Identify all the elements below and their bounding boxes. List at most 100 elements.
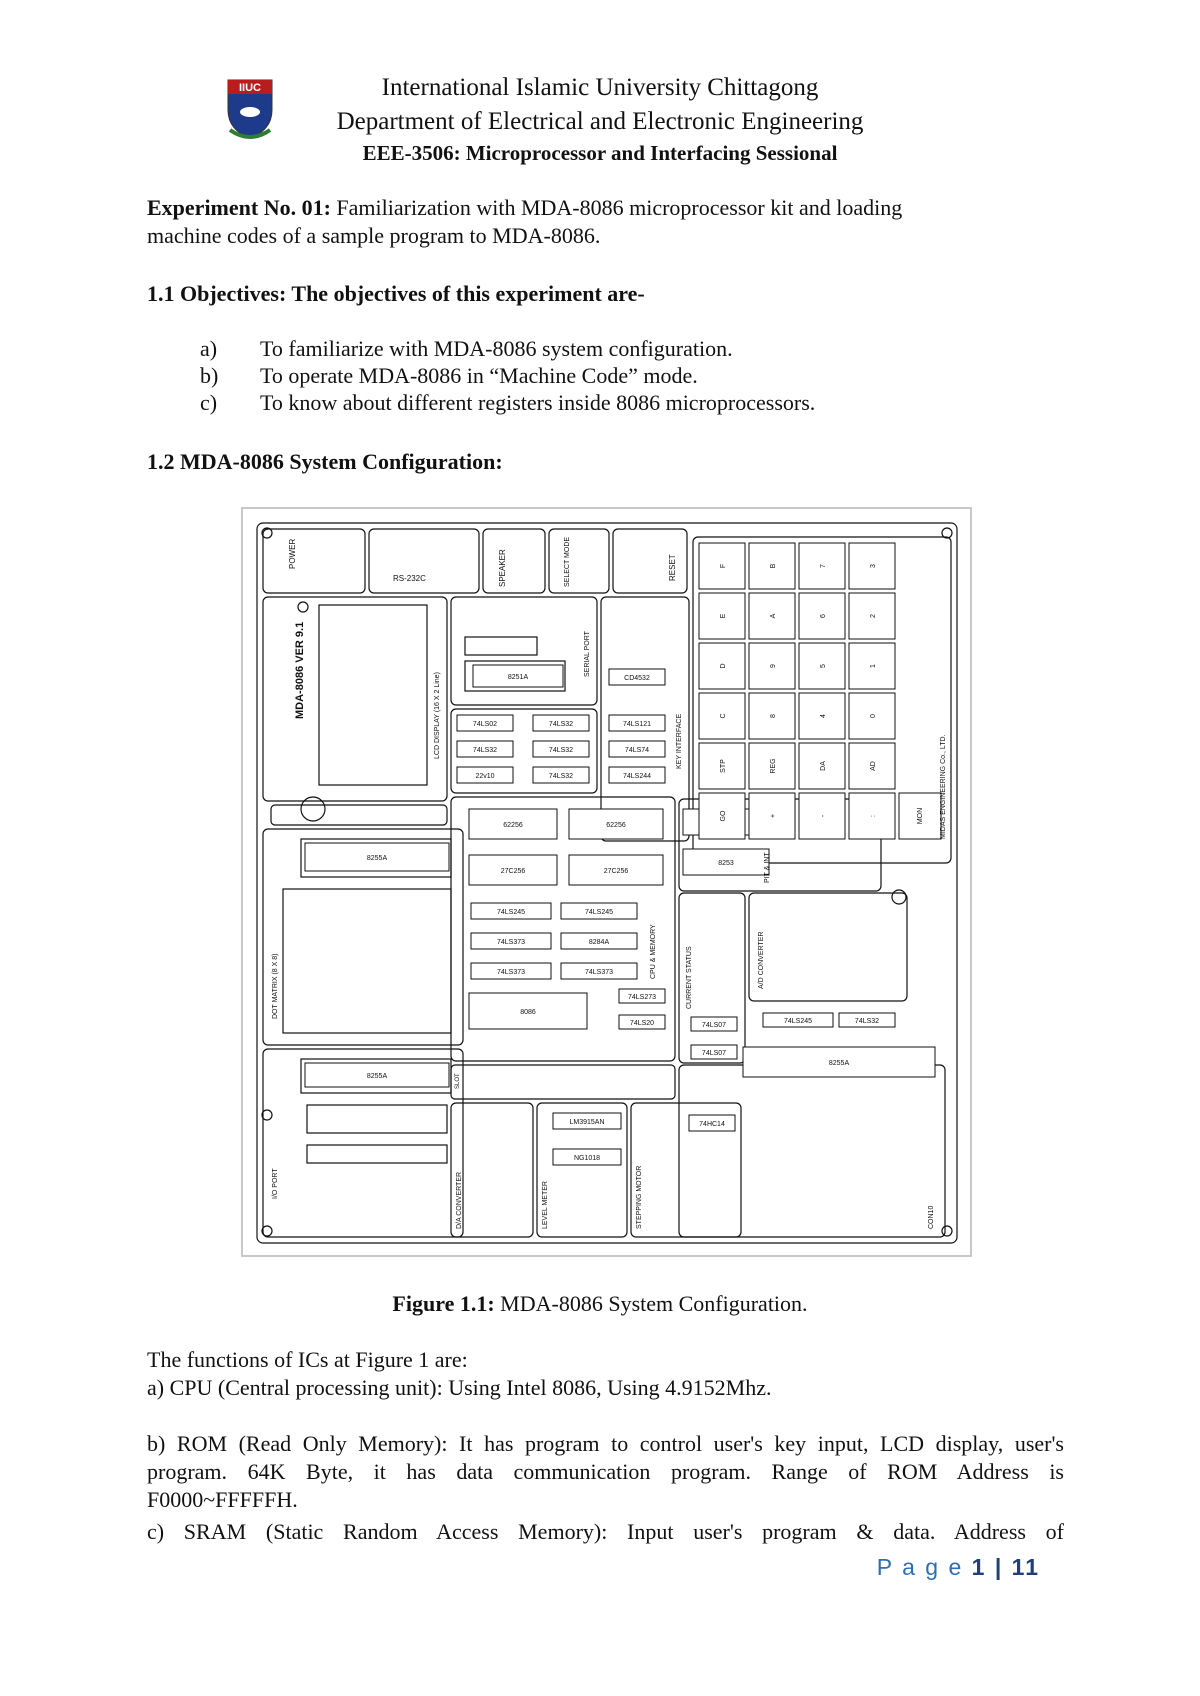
keypad-key — [748, 742, 796, 790]
ic-chip-label: 74LS244 — [623, 773, 651, 780]
ic-chip-body — [560, 962, 638, 980]
label-key-interface: KEY INTERFACE — [676, 714, 683, 769]
ic-chip-body — [838, 1012, 896, 1028]
ic-chip-label: CD4532 — [624, 675, 650, 682]
ic-chip-label: 74LS245 — [585, 909, 613, 916]
keypad-key-label: DA — [820, 761, 827, 771]
ic-chip-label: 74LS373 — [497, 969, 525, 976]
label-da-converter: D/A CONVERTER — [456, 1172, 463, 1229]
ic-chip-body — [304, 1062, 450, 1088]
ic-chip-label: 74LS245 — [497, 909, 525, 916]
ic-chip-body — [690, 1044, 738, 1060]
ic-chip-body — [688, 1114, 736, 1132]
ic-chip: 74LS32 — [532, 740, 590, 758]
label-stepping-motor: STEPPING MOTOR — [636, 1166, 643, 1229]
ic-chip-label: 74LS373 — [497, 939, 525, 946]
objective-item: c)To know about different registers insi… — [200, 390, 1000, 416]
keypad-key-label: C — [720, 713, 727, 718]
ic-chip-label: 8086 — [520, 1009, 536, 1016]
label-version: MDA-8086 VER 9.1 — [294, 622, 306, 719]
ic-chip-label: 74LS32 — [473, 747, 497, 754]
ic-chip-body — [608, 714, 666, 732]
ic-chip: 74LS373 — [470, 932, 552, 950]
objective-text: To familiarize with MDA-8086 system conf… — [260, 336, 733, 361]
function-cpu: a) CPU (Central processing unit): Using … — [147, 1375, 772, 1400]
ic-chip: 74LS20 — [618, 1014, 666, 1030]
config-heading: 1.2 MDA-8086 System Configuration: — [147, 449, 503, 474]
ic-chip-body — [682, 848, 770, 876]
ic-chip-body — [552, 1112, 622, 1130]
keypad-key-label: 9 — [770, 664, 777, 668]
keypad-key-label: 2 — [870, 614, 877, 618]
ic-chip-label: 74LS121 — [623, 721, 651, 728]
label-reset: RESET — [668, 554, 677, 581]
logo-text: IIUC — [239, 82, 261, 94]
ic-chip: 27C256 — [468, 854, 558, 886]
ic-chip: 62256 — [568, 808, 664, 840]
ic-chip-body — [472, 664, 564, 688]
keypad-key — [798, 592, 846, 640]
function-rom-line3: F0000~FFFFFH. — [147, 1487, 298, 1512]
keypad-key-label: 6 — [820, 614, 827, 618]
ic-chip-label: 27C256 — [501, 868, 526, 875]
keypad-key-label: E — [720, 613, 727, 618]
ic-chip-label: 62256 — [606, 822, 626, 829]
ic-chip-body — [552, 1148, 622, 1166]
keypad-key-label: REG — [770, 758, 777, 773]
keypad-key-label: : — [870, 815, 877, 817]
label-current-status: CURRENT STATUS — [686, 946, 693, 1009]
label-dot-matrix: DOT MATRIX (8 X 8) — [272, 954, 279, 1019]
keypad-key-label: D — [720, 663, 727, 668]
keypad-key — [798, 542, 846, 590]
ic-chip-body — [618, 988, 666, 1004]
label-select-mode: SELECT MODE — [564, 537, 571, 587]
keypad-key — [798, 742, 846, 790]
ic-chip-body — [532, 714, 590, 732]
page-total: 11 — [1011, 1554, 1040, 1580]
experiment-label: Experiment No. 01: — [147, 195, 331, 220]
ic-chip: 8255A — [742, 1046, 936, 1078]
ic-chip-body — [456, 766, 514, 784]
label-cpu-memory: CPU & MEMORY — [650, 924, 657, 979]
ic-chip-body — [532, 766, 590, 784]
ic-chip: 74LS245 — [560, 902, 638, 920]
ic-chip-label: 62256 — [503, 822, 523, 829]
ic-chip: 8255A — [304, 842, 450, 872]
ic-chip-label: 74LS02 — [473, 721, 497, 728]
ic-chip-label: 8255A — [367, 855, 388, 862]
keypad-key-label: B — [770, 563, 777, 568]
ic-chip: 74LS245 — [762, 1012, 834, 1028]
ic-chip: 74LS244 — [608, 766, 666, 784]
keypad-key — [848, 592, 896, 640]
label-io-port: I/O PORT — [272, 1168, 279, 1199]
ic-chip: 74LS32 — [532, 714, 590, 732]
university-logo: IIUC — [224, 76, 276, 142]
ic-chip-body — [470, 932, 552, 950]
ic-chip: 8253 — [682, 848, 770, 876]
ic-chip-label: 74LS20 — [630, 1020, 654, 1027]
ic-chip-label: LM3915AN — [569, 1119, 604, 1126]
keypad-key-label: STP — [720, 759, 727, 773]
ic-chip: 74LS373 — [470, 962, 552, 980]
keypad-key-label: - — [820, 814, 827, 817]
keypad-key — [748, 542, 796, 590]
label-slot: SLOT — [455, 1073, 461, 1089]
ic-chip: 27C256 — [568, 854, 664, 886]
ic-chip-label: 8253 — [718, 860, 734, 867]
ic-chip-body — [470, 902, 552, 920]
keypad-key — [698, 692, 746, 740]
ic-chip-body — [468, 854, 558, 886]
ic-chip-body — [568, 808, 664, 840]
ic-chip-body — [608, 740, 666, 758]
keypad-key — [698, 642, 746, 690]
label-level-meter: LEVEL METER — [542, 1181, 549, 1229]
university-name: International Islamic University Chittag… — [381, 74, 819, 101]
ic-chip: 8255A — [304, 1062, 450, 1088]
keypad-key — [798, 792, 846, 840]
keypad-key-mon-label: MON — [917, 808, 924, 824]
ic-chip-body — [304, 842, 450, 872]
keypad-key-label: A — [770, 613, 777, 618]
ic-chip: 74LS245 — [470, 902, 552, 920]
ic-chip-body — [468, 808, 558, 840]
